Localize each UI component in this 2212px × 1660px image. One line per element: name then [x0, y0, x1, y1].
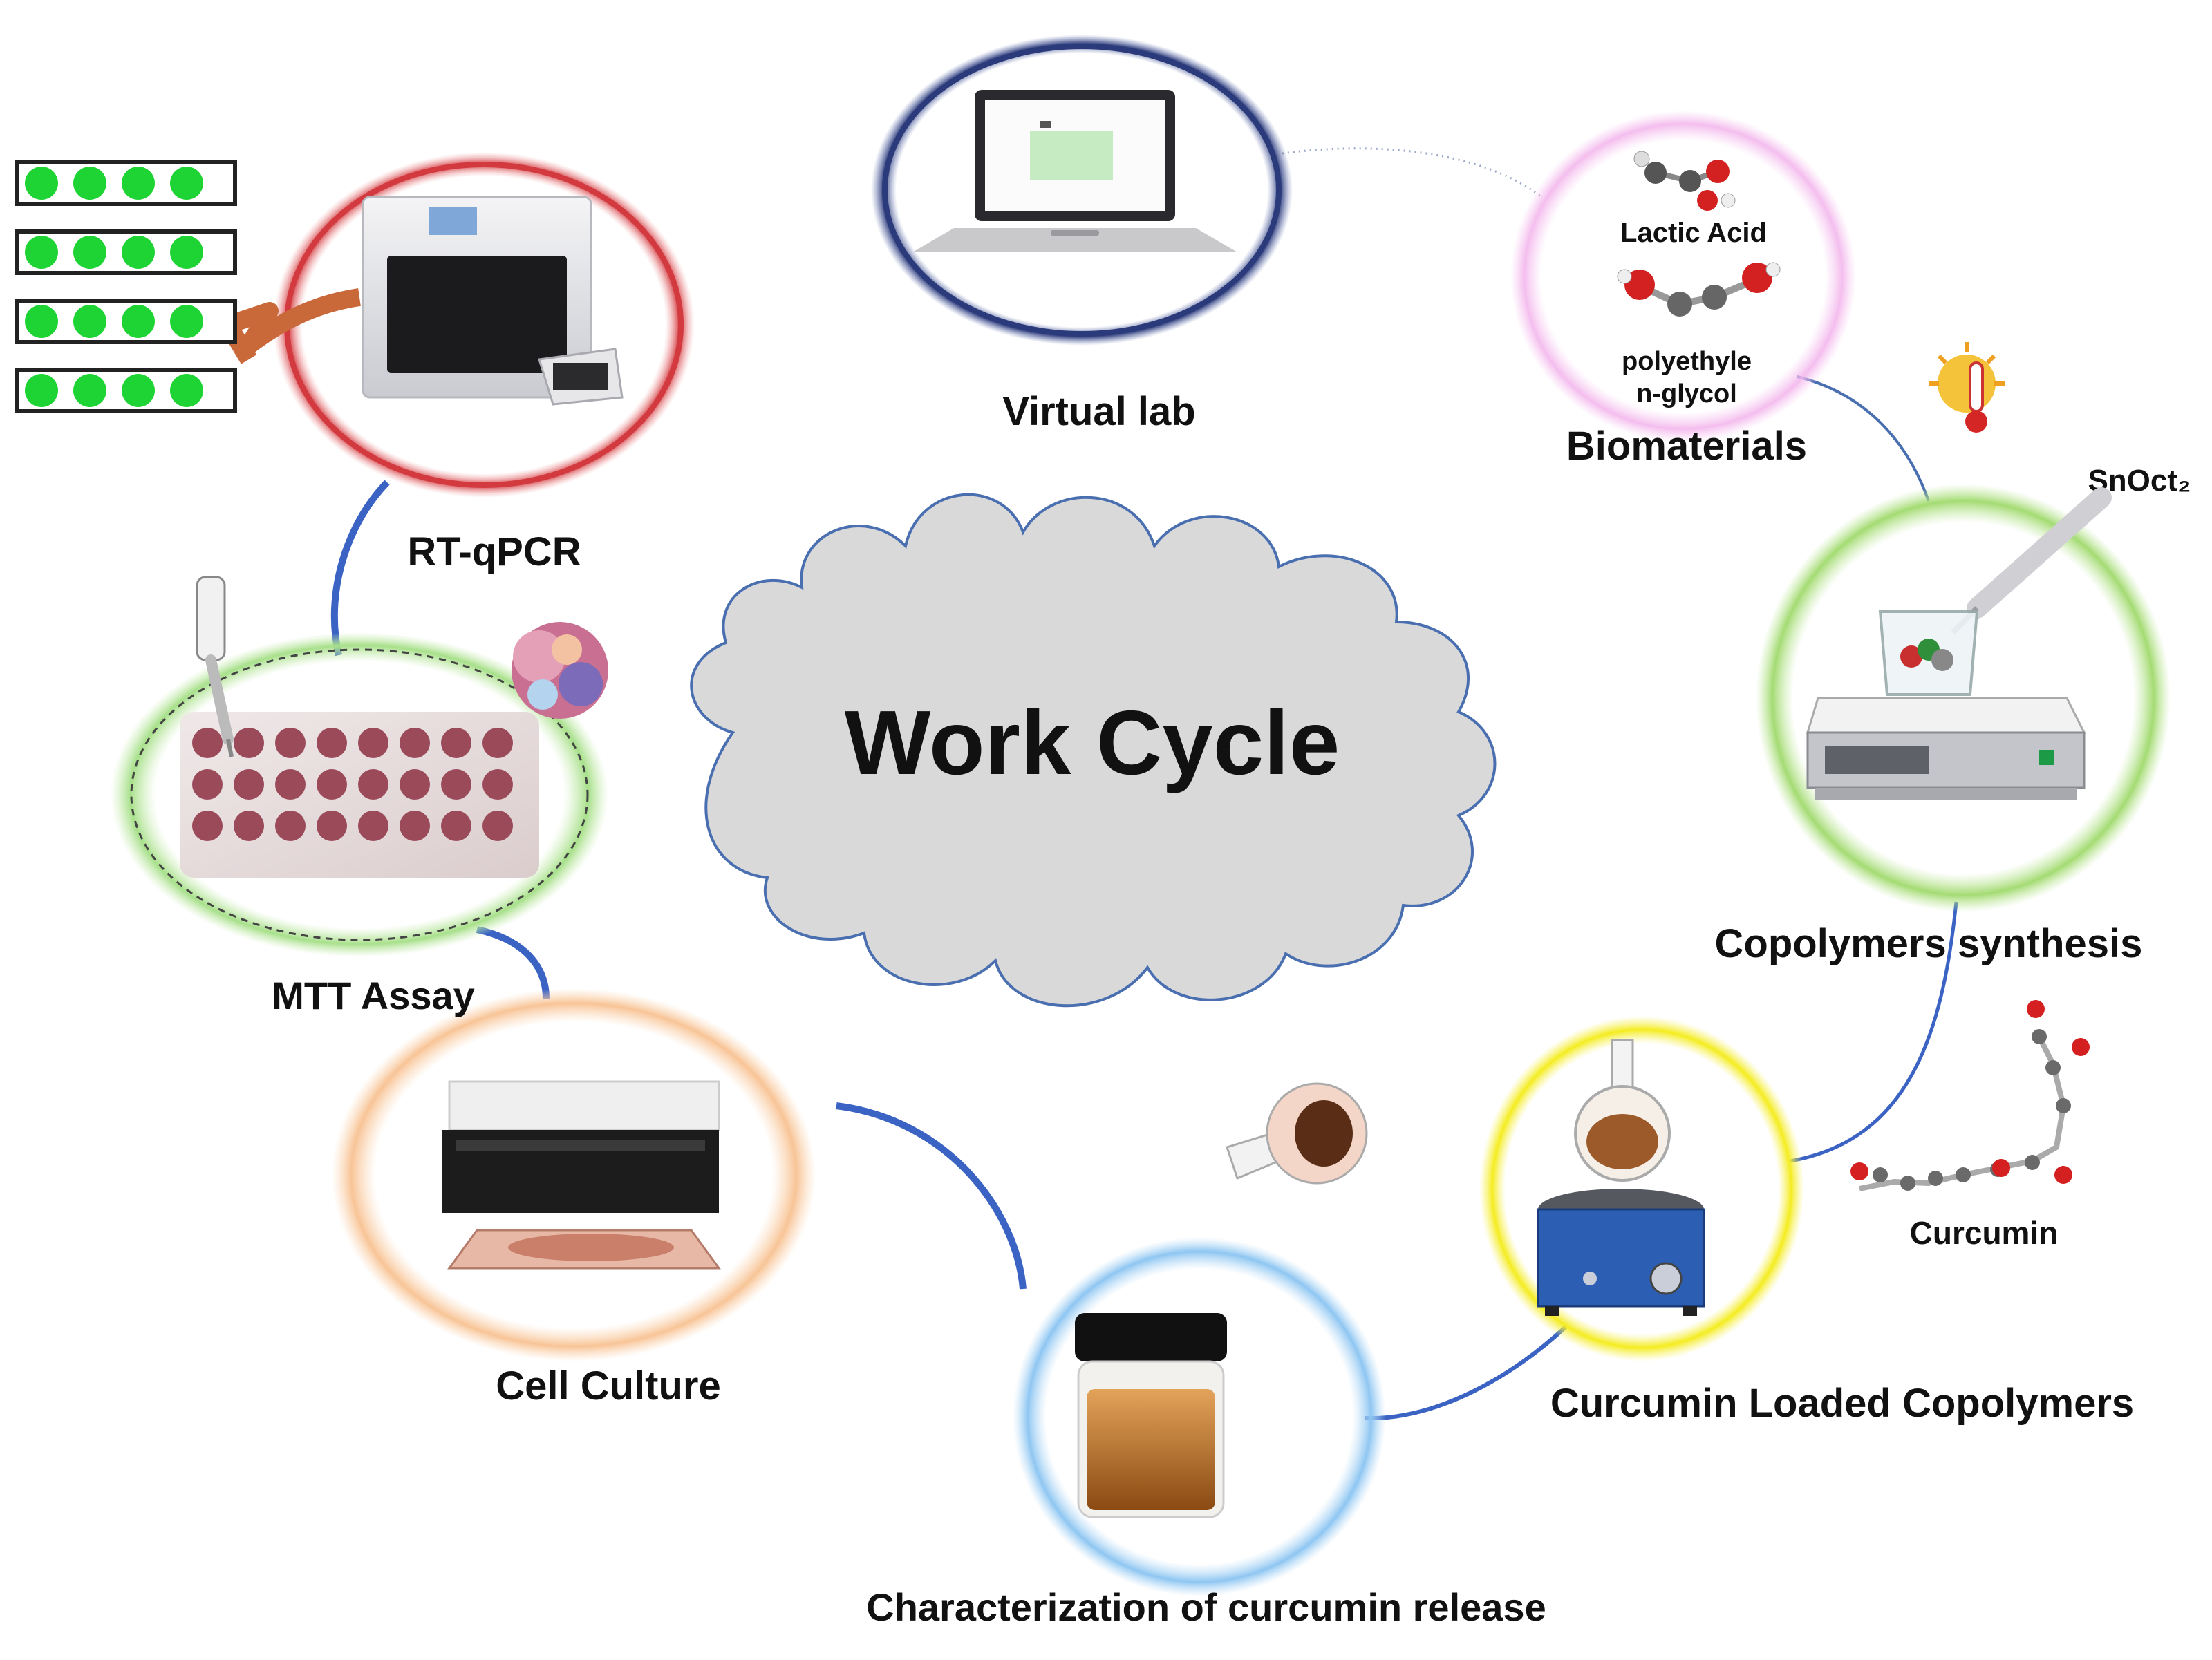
connectors — [330, 147, 1958, 1421]
curcumin-loaded-label: Curcumin Loaded Copolymers — [1550, 1381, 2134, 1426]
temperature-icon — [1929, 342, 2005, 433]
pipette-icon-mtt — [196, 576, 234, 757]
microscope-icon — [442, 1080, 721, 1270]
stage-copolymers-synthesis: SnOct₂ Copolymers synthesis — [1715, 464, 2191, 966]
stage-release: Characterization of curcumin release — [866, 1237, 1546, 1629]
gel-bands-icon — [15, 160, 237, 413]
connector-curcumin-release — [1365, 1325, 1568, 1421]
qpcr-machine-icon — [362, 196, 624, 406]
gel-band-row-1 — [15, 160, 237, 206]
jar-icon — [1075, 1313, 1227, 1518]
stage-virtual-lab: Virtual lab — [871, 35, 1293, 434]
release-label: Characterization of curcumin release — [866, 1585, 1546, 1629]
sample-flask-icon — [1226, 1082, 1368, 1185]
work-cycle-title: Work Cycle — [845, 692, 1340, 793]
gel-band-row-4 — [15, 368, 237, 413]
copolymers-synthesis-label: Copolymers synthesis — [1715, 921, 2143, 966]
lactic-acid-molecule-icon — [1633, 151, 1736, 211]
arrow-icon — [219, 288, 361, 364]
peg-molecule-icon — [1617, 262, 1781, 317]
mtt-inner-dashed-ring — [130, 648, 589, 941]
stage-curcumin-loaded: Curcumin Loaded Copolymers — [1479, 1016, 2134, 1426]
connector-biomaterials-synthesis — [1797, 375, 1930, 502]
connector-release-cellculture — [836, 1102, 1027, 1290]
curcumin-loaded-ring — [1479, 1016, 1804, 1361]
stage-biomaterials: Lactic Acid polyethyle n-glycol Biomater… — [1510, 111, 1856, 469]
biomaterials-label: Biomaterials — [1566, 424, 1807, 469]
connector-cellculture-mtt — [476, 926, 550, 999]
mtt-label: MTT Assay — [272, 974, 475, 1017]
gel-band-row-2 — [15, 229, 237, 275]
well-plate-icon — [180, 712, 539, 878]
lactic-acid-label: Lactic Acid — [1620, 218, 1767, 248]
connector-virtual-lab-biomaterials — [1282, 147, 1542, 198]
laptop-icon — [912, 90, 1237, 252]
connector-mtt-rtqpcr — [330, 480, 390, 657]
cloud-shape — [690, 493, 1497, 1008]
round-flask-icon — [1574, 1039, 1671, 1182]
stage-mtt: MTT Assay — [111, 576, 608, 1017]
cell-cluster-icon — [512, 622, 608, 719]
peg-label-line2: n-glycol — [1636, 379, 1737, 408]
beaker-icon — [1878, 610, 1979, 696]
hot-plate-icon — [1806, 697, 2086, 800]
rtqpcr-label: RT-qPCR — [407, 529, 581, 574]
center-cloud: Work Cycle — [690, 493, 1497, 1008]
stage-rtqpcr: RT-qPCR — [219, 152, 695, 574]
stirrer-icon — [1537, 1189, 1705, 1316]
curcumin-label: Curcumin — [1910, 1215, 2059, 1251]
stage-cell-culture: Cell Culture — [332, 988, 816, 1408]
biomaterials-ring — [1510, 111, 1856, 442]
virtual-lab-label: Virtual lab — [1002, 389, 1195, 434]
peg-label-line1: polyethyle — [1622, 347, 1752, 376]
cell-culture-label: Cell Culture — [496, 1364, 721, 1408]
curcumin-molecule-icon: Curcumin — [1850, 1000, 2090, 1251]
connector-synthesis-curcumin — [1790, 901, 1958, 1163]
gel-band-row-3 — [15, 299, 237, 344]
virtual-lab-ring — [882, 44, 1282, 337]
